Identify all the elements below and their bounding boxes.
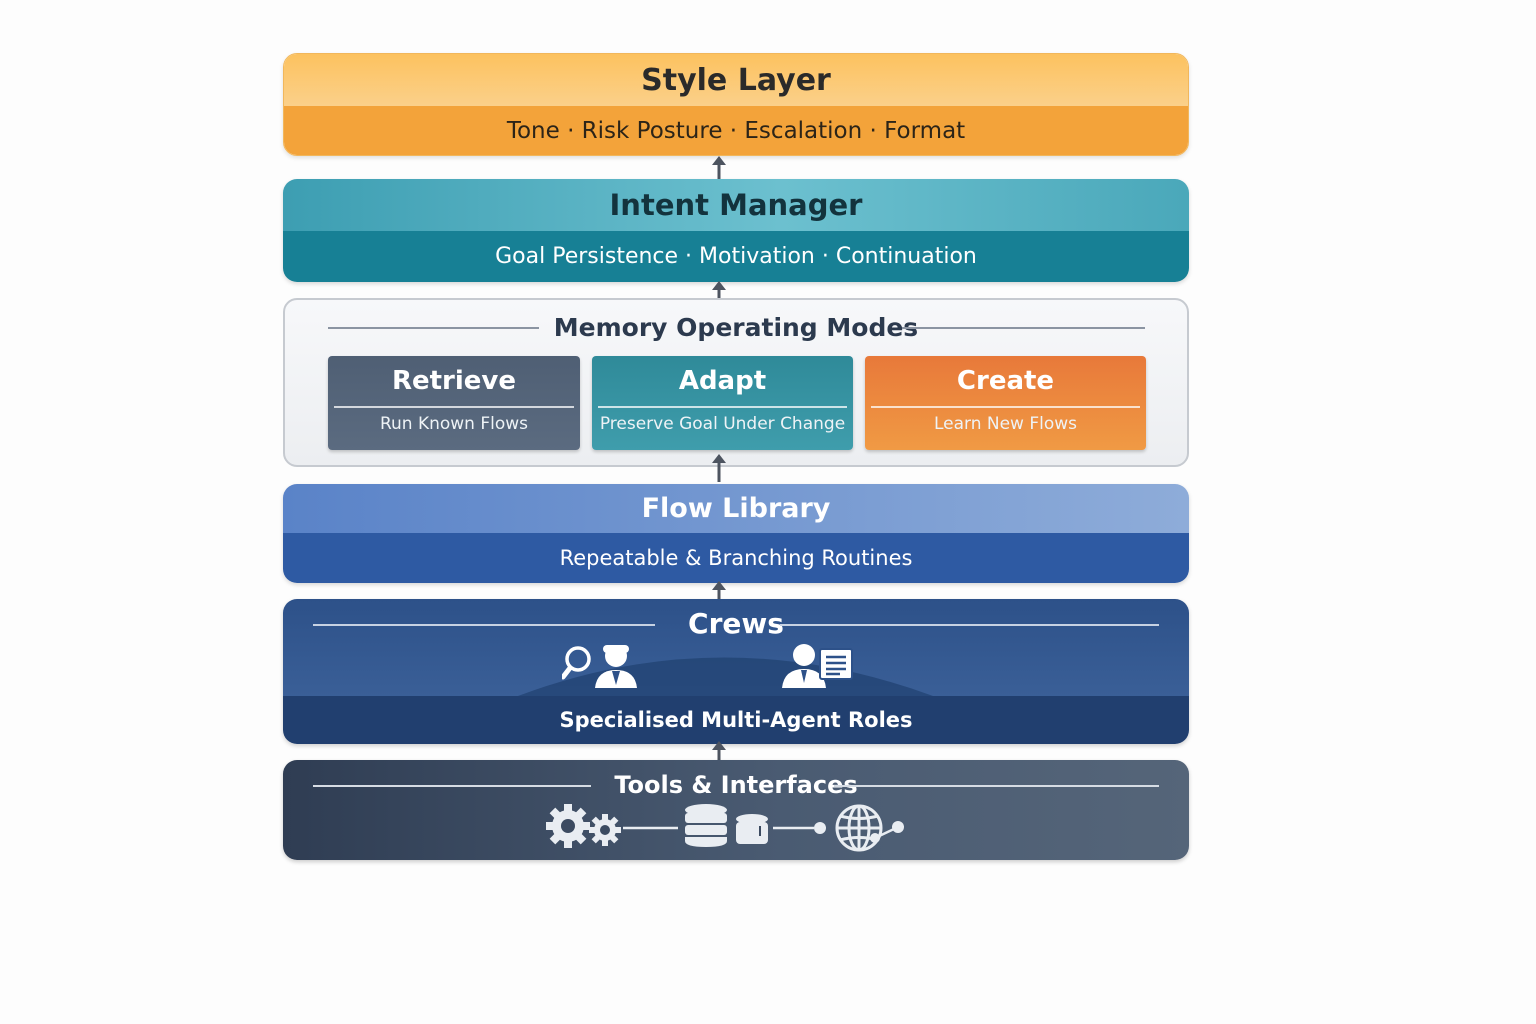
globe-network-icon xyxy=(835,804,883,852)
arrow-up-icon xyxy=(712,454,726,482)
mode-name: Retrieve xyxy=(391,366,517,396)
intent-manager-layer: Intent Manager Goal Persistence · Motiva… xyxy=(283,179,1189,282)
database-icon xyxy=(685,804,768,847)
gears-icon xyxy=(546,804,621,848)
mode-card-retrieve: Retrieve Run Known Flows xyxy=(328,356,580,450)
tools-interfaces-layer: Tools & Interfaces xyxy=(283,760,1189,860)
flow-library-subtitle: Repeatable & Branching Routines xyxy=(559,546,913,570)
arrow-up-icon xyxy=(712,156,726,180)
crews-layer: Specialised Multi-Agent Roles Crews xyxy=(283,599,1189,744)
mode-card-adapt: Adapt Preserve Goal Under Change xyxy=(592,356,853,450)
divider xyxy=(313,785,591,787)
memory-modes-title: Memory Operating Modes xyxy=(553,312,919,342)
researcher-agent-icon xyxy=(562,645,637,688)
tools-title: Tools & Interfaces xyxy=(614,771,858,799)
divider xyxy=(871,406,1140,408)
style-layer-subtitle: Tone · Risk Posture · Escalation · Forma… xyxy=(506,117,966,144)
divider xyxy=(902,327,1145,329)
tools-icon-row xyxy=(546,804,904,852)
mode-description: Run Known Flows xyxy=(379,414,529,434)
divider xyxy=(598,406,847,408)
divider xyxy=(780,624,1159,626)
mode-description: Preserve Goal Under Change xyxy=(599,414,846,434)
divider xyxy=(334,406,574,408)
crews-title: Crews xyxy=(688,606,784,640)
flow-library-layer: Flow Library Repeatable & Branching Rout… xyxy=(283,484,1189,583)
mode-card-create: Create Learn New Flows xyxy=(865,356,1146,450)
writer-agent-icon xyxy=(782,644,853,688)
arrow-up-icon xyxy=(712,281,726,299)
style-layer-title: Style Layer xyxy=(641,62,831,98)
divider xyxy=(328,327,539,329)
divider xyxy=(834,785,1159,787)
flow-library-title: Flow Library xyxy=(641,493,831,524)
mode-description: Learn New Flows xyxy=(933,414,1078,434)
arrow-up-icon xyxy=(712,741,726,761)
style-layer: Style Layer Tone · Risk Posture · Escala… xyxy=(283,53,1189,156)
intent-manager-subtitle: Goal Persistence · Motivation · Continua… xyxy=(495,244,977,269)
divider xyxy=(313,624,655,626)
mode-name: Adapt xyxy=(678,366,767,396)
memory-modes-panel: Memory Operating Modes Retrieve Run Know… xyxy=(283,298,1189,467)
mode-name: Create xyxy=(956,366,1055,396)
intent-manager-title: Intent Manager xyxy=(609,188,863,222)
crews-subtitle: Specialised Multi-Agent Roles xyxy=(559,708,913,732)
arrow-up-icon xyxy=(712,581,726,599)
